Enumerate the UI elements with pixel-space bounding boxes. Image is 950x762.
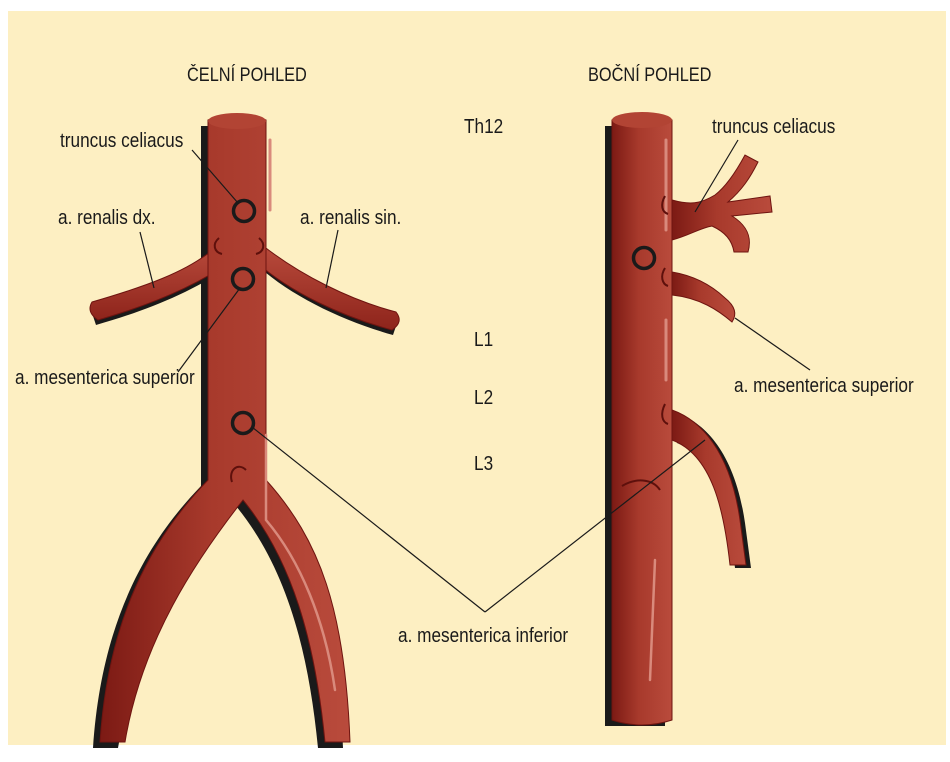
label-truncus-celiacus-front: truncus celiacus	[60, 131, 183, 151]
label-mesenterica-superior-side: a. mesenterica superior	[734, 376, 914, 396]
label-mesenterica-superior-front: a. mesenterica superior	[15, 368, 195, 388]
label-truncus-celiacus-side: truncus celiacus	[712, 117, 835, 137]
vertebra-l2: L2	[474, 388, 493, 408]
front-view-title: ČELNÍ POHLED	[187, 66, 307, 85]
vertebra-l1: L1	[474, 330, 493, 350]
side-view-aorta	[605, 112, 772, 726]
renal-artery-left	[256, 245, 399, 330]
side-view-title: BOČNÍ POHLED	[588, 66, 711, 85]
label-renalis-sin: a. renalis sin.	[300, 208, 401, 228]
side-mesenterica-superior-branch	[672, 272, 735, 322]
label-mesenterica-inferior: a. mesenterica inferior	[398, 626, 568, 646]
vertebra-l3: L3	[474, 454, 493, 474]
celiac-branches	[672, 155, 772, 252]
vertebra-th12: Th12	[464, 117, 503, 137]
label-renalis-dx: a. renalis dx.	[58, 208, 156, 228]
